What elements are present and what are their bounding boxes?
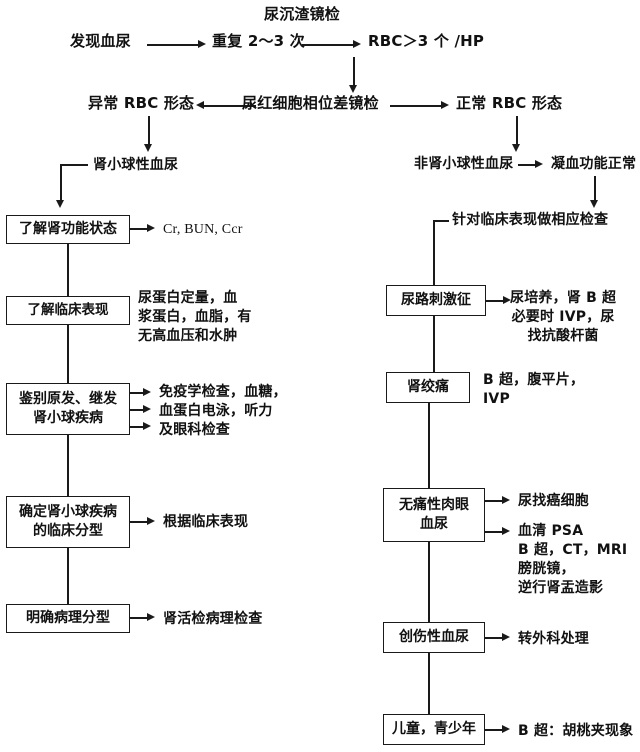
top-to-branch-arrow-icon (349, 85, 357, 93)
right-node-2-output: B 超，腹平片， IVP (483, 372, 585, 407)
right-node-1-out-connector (486, 300, 504, 302)
left-node-1-box[interactable]: 了解肾功能状态 (6, 215, 130, 244)
right-elbow-horizontal (433, 220, 449, 222)
left-node-3-out-connector-b (130, 409, 144, 411)
right-node-5-box[interactable]: 儿童，青少年 (383, 714, 485, 745)
left-node-5-out-arrow-icon (147, 613, 155, 621)
top-step-2-label: 重复 2～3 次 (212, 32, 305, 50)
right-node-3-out-connector-b (485, 531, 503, 533)
top-step-3-label: RBC＞3 个 /HP (368, 32, 485, 50)
left-node-4-output: 根据临床表现 (163, 514, 249, 530)
right-node-3-output: 尿找癌细胞 (518, 493, 589, 509)
left-branch-label: 肾小球性血尿 (93, 157, 179, 173)
left-node-4-out-connector (130, 521, 148, 523)
right-node-5-out-connector (485, 729, 503, 731)
top-arrow-2-icon (353, 40, 361, 48)
left-node-1-out-arrow-icon (147, 224, 155, 232)
right-node-5-out-arrow-icon (502, 725, 510, 733)
left-node-3-out-arrow-a-icon (143, 388, 151, 396)
right-node-1-box[interactable]: 尿路刺激征 (386, 285, 486, 316)
top-connector-1 (147, 44, 199, 46)
right-node-1-out-arrow-icon (503, 296, 511, 304)
left-node-2-box[interactable]: 了解临床表现 (6, 296, 130, 325)
right-node-3-box[interactable]: 无痛性肉眼 血尿 (383, 488, 485, 542)
right-label-connector-1 (518, 164, 536, 166)
right-node-4-out-arrow-icon (502, 633, 510, 641)
left-node-1-output: Cr, BUN, Ccr (163, 222, 243, 237)
branch-left-arrow-icon (196, 101, 204, 109)
right-elbow-vertical (433, 220, 435, 285)
right-branch-drop-arrow-icon (512, 144, 520, 152)
left-connector-4-5 (67, 548, 69, 604)
right-branch-label3: 针对临床表现做相应检查 (452, 212, 609, 228)
right-node-1-output: 尿培养，肾 B 超 必要时 IVP，尿 找抗酸杆菌 (510, 290, 617, 344)
left-connector-1-2 (67, 244, 69, 296)
right-connector-2-3 (428, 403, 430, 488)
right-label-arrow-1-icon (535, 160, 543, 168)
right-connector-3-4 (428, 542, 430, 622)
right-connector-1-2 (433, 316, 435, 372)
left-elbow-horizontal (60, 164, 88, 166)
right-label2-drop-connector (594, 176, 596, 202)
left-connector-3-4 (67, 435, 69, 496)
right-branch-label: 非肾小球性血尿 (414, 156, 514, 172)
top-to-branch-connector (353, 57, 355, 87)
top-connector-2 (302, 44, 354, 46)
left-node-3-out-arrow-c-icon (143, 422, 151, 430)
right-node-4-output: 转外科处理 (518, 631, 589, 647)
left-elbow-vertical (60, 164, 62, 202)
left-node-5-out-connector (130, 617, 148, 619)
left-node-3-output: 免疫学检查，血糖， 血蛋白电泳，听力 及眼科检查 (159, 384, 287, 438)
diagram-title: 尿沉渣镜检 (264, 5, 341, 23)
right-node-4-out-connector (485, 637, 503, 639)
left-node-4-box[interactable]: 确定肾小球疾病 的临床分型 (6, 496, 130, 548)
branch-center-label: 尿红细胞相位差镜检 (242, 94, 379, 112)
left-branch-drop-connector (148, 116, 150, 146)
left-node-5-box[interactable]: 明确病理分型 (6, 604, 130, 633)
right-branch-label2: 凝血功能正常 (551, 156, 637, 172)
branch-left-label: 异常 RBC 形态 (88, 94, 195, 112)
left-node-3-box[interactable]: 鉴别原发、继发 肾小球疾病 (6, 383, 130, 435)
branch-right-arrow-icon (441, 101, 449, 109)
left-node-3-out-connector-c (130, 426, 144, 428)
right-connector-4-5 (428, 653, 430, 714)
branch-right-connector (390, 105, 442, 107)
right-node-2-box[interactable]: 肾绞痛 (386, 372, 470, 403)
top-arrow-1-icon (198, 40, 206, 48)
left-connector-2-3 (67, 325, 69, 383)
left-node-3-out-arrow-b-icon (143, 405, 151, 413)
right-node-3-output2: 血清 PSA B 超，CT，MRI 膀胱镜， 逆行肾盂造影 (518, 523, 628, 596)
right-label2-drop-arrow-icon (590, 200, 598, 208)
right-node-5-output: B 超：胡桃夹现象 (518, 723, 634, 739)
right-node-3-out-connector-a (485, 500, 503, 502)
left-elbow-arrow-icon (56, 200, 64, 208)
branch-left-connector (204, 105, 256, 107)
right-node-3-out-arrow-b-icon (502, 527, 510, 535)
right-node-3-out-arrow-a-icon (502, 496, 510, 504)
left-node-2-output: 尿蛋白定量，血 浆蛋白，血脂，有 无高血压和水肿 (138, 290, 252, 344)
left-node-3-out-connector-a (130, 392, 144, 394)
left-node-1-out-connector (130, 228, 148, 230)
left-node-5-output: 肾活检病理检查 (163, 611, 263, 627)
left-branch-drop-arrow-icon (144, 144, 152, 152)
right-branch-drop-connector (516, 116, 518, 146)
branch-right-label: 正常 RBC 形态 (456, 94, 563, 112)
top-step-1-label: 发现血尿 (70, 32, 131, 50)
left-node-4-out-arrow-icon (147, 517, 155, 525)
right-node-4-box[interactable]: 创伤性血尿 (383, 622, 485, 653)
